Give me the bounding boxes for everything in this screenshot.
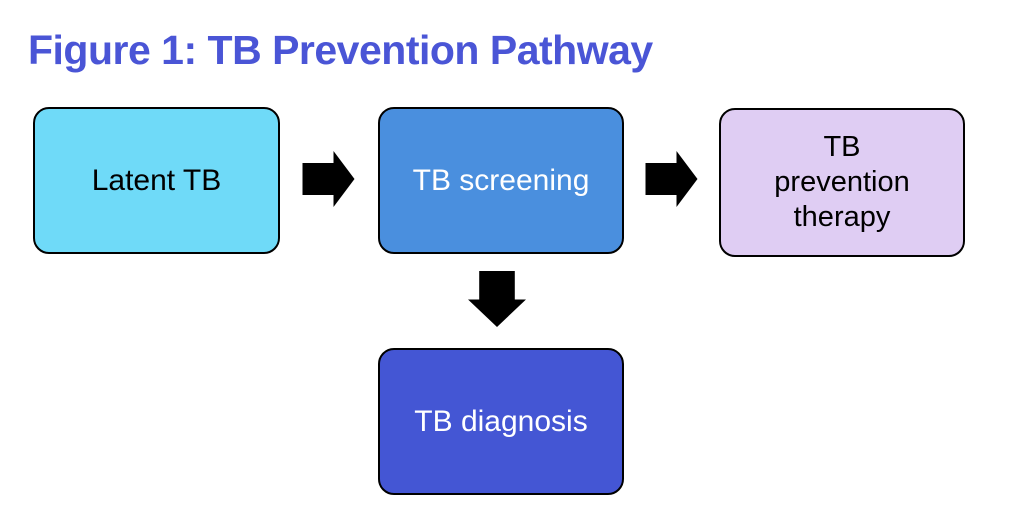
node-tb-diagnosis: TB diagnosis [378, 348, 624, 495]
arrow-right-icon [645, 151, 698, 207]
node-tb-diagnosis-label: TB diagnosis [414, 404, 588, 438]
node-tb-screening-label: TB screening [412, 163, 590, 197]
arrow-right-shape [645, 151, 698, 207]
arrow-down-icon [468, 271, 526, 327]
node-tb-prevention-therapy: TB prevention therapy [719, 108, 965, 257]
figure-title: Figure 1: TB Prevention Pathway [28, 27, 653, 73]
arrow-down-shape [468, 271, 526, 327]
arrow-right-shape [302, 151, 355, 207]
node-latent-tb: Latent TB [33, 107, 280, 254]
node-latent-tb-label: Latent TB [91, 163, 222, 197]
node-tb-screening: TB screening [378, 107, 624, 254]
node-tb-prevention-therapy-label: TB prevention therapy [774, 131, 910, 233]
arrow-right-icon [302, 151, 355, 207]
